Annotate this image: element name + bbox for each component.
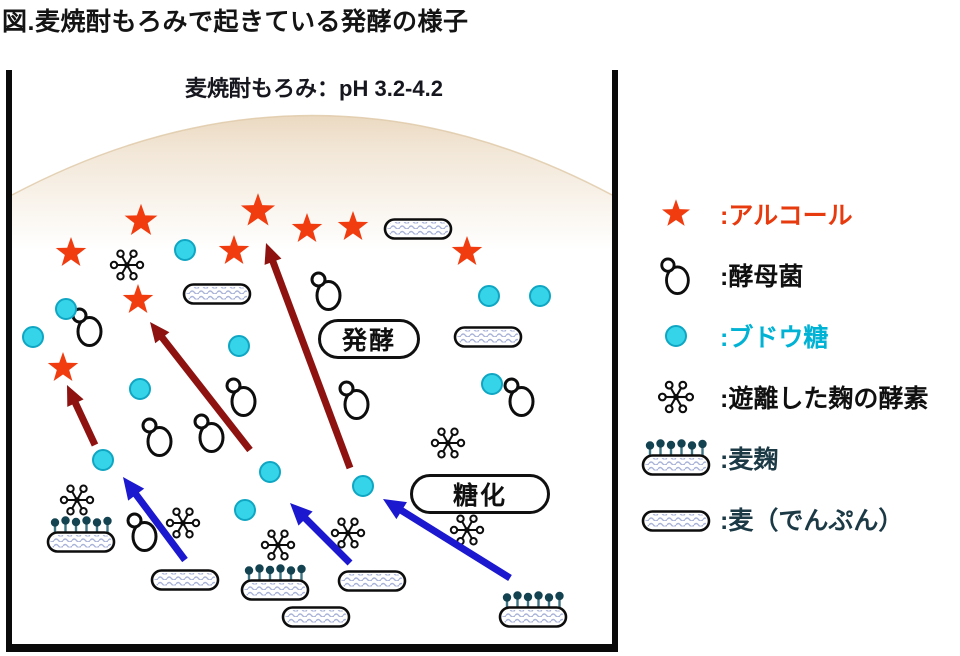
red-arrow bbox=[150, 322, 253, 453]
marker-glucose bbox=[129, 378, 151, 400]
mash-surface-rim bbox=[12, 114, 612, 196]
legend-symbol-koji-icon bbox=[634, 436, 718, 480]
legend-symbol-glucose-icon bbox=[665, 325, 687, 347]
legend-symbol-star-icon bbox=[661, 199, 691, 226]
marker-barley bbox=[453, 326, 523, 348]
marker-enzyme bbox=[59, 484, 95, 516]
marker-barley bbox=[383, 218, 453, 240]
blue-arrow bbox=[290, 503, 353, 566]
marker-yeast bbox=[338, 380, 370, 420]
legend-label: :麦麹 bbox=[720, 446, 779, 474]
legend-row: :麦（でんぷん） bbox=[634, 497, 928, 541]
marker-glucose bbox=[92, 449, 114, 471]
marker-barley bbox=[337, 570, 407, 592]
marker-star bbox=[122, 284, 154, 313]
legend-symbol-barley-icon bbox=[641, 510, 711, 532]
legend: :アルコール :酵母菌 :ブドウ糖 :遊離した麹の酵素 :麦麹 :麦（でんぷん） bbox=[634, 192, 928, 558]
red-arrow bbox=[67, 385, 99, 447]
marker-yeast bbox=[225, 377, 257, 417]
marker-enzyme bbox=[430, 427, 466, 459]
marker-yeast bbox=[141, 417, 173, 457]
marker-barley bbox=[281, 606, 351, 628]
marker-yeast bbox=[503, 377, 535, 417]
marker-glucose bbox=[352, 475, 374, 497]
legend-label: :麦（でんぷん） bbox=[720, 507, 904, 535]
marker-glucose bbox=[55, 298, 77, 320]
marker-enzyme bbox=[260, 529, 296, 561]
vessel-ph-label: 麦焼酎もろみ：pH 3.2-4.2 bbox=[185, 76, 443, 101]
blue-arrow bbox=[383, 499, 512, 581]
marker-star bbox=[47, 352, 79, 381]
marker-yeast bbox=[71, 307, 103, 347]
fermentation-tank bbox=[6, 70, 618, 652]
process-label-fermentation: 発酵 bbox=[318, 319, 420, 359]
legend-row: :アルコール bbox=[634, 192, 928, 236]
legend-symbol-enzyme-icon bbox=[657, 380, 695, 414]
marker-glucose bbox=[174, 239, 196, 261]
marker-barley bbox=[182, 283, 252, 305]
marker-glucose bbox=[529, 285, 551, 307]
marker-glucose bbox=[259, 461, 281, 483]
mash-surface bbox=[12, 115, 612, 262]
marker-glucose bbox=[228, 335, 250, 357]
legend-row: :ブドウ糖 bbox=[634, 314, 928, 358]
marker-glucose bbox=[234, 499, 256, 521]
marker-barley bbox=[150, 569, 220, 591]
legend-label: :ブドウ糖 bbox=[720, 324, 829, 352]
blue-arrow bbox=[123, 477, 188, 563]
legend-row: :酵母菌 bbox=[634, 253, 928, 297]
legend-row: :遊離した麹の酵素 bbox=[634, 375, 928, 419]
legend-row: :麦麹 bbox=[634, 436, 928, 480]
red-arrow bbox=[264, 243, 354, 470]
marker-glucose bbox=[22, 326, 44, 348]
legend-label: :アルコール bbox=[720, 202, 853, 230]
marker-koji bbox=[48, 516, 114, 551]
legend-label: :遊離した麹の酵素 bbox=[720, 385, 929, 413]
legend-symbol-yeast-icon bbox=[660, 257, 690, 296]
marker-enzyme bbox=[330, 517, 366, 549]
page-title: 図.麦焼酎もろみで起きている発酵の様子 bbox=[2, 8, 469, 36]
marker-glucose bbox=[481, 373, 503, 395]
arrow-layer bbox=[67, 243, 512, 581]
marker-koji bbox=[500, 591, 566, 626]
marker-enzyme bbox=[165, 507, 201, 539]
marker-yeast bbox=[310, 271, 342, 311]
process-label-saccharification: 糖化 bbox=[410, 474, 550, 514]
legend-label: :酵母菌 bbox=[720, 263, 804, 291]
marker-koji bbox=[242, 564, 308, 599]
marker-yeast bbox=[193, 413, 225, 453]
marker-glucose bbox=[478, 285, 500, 307]
